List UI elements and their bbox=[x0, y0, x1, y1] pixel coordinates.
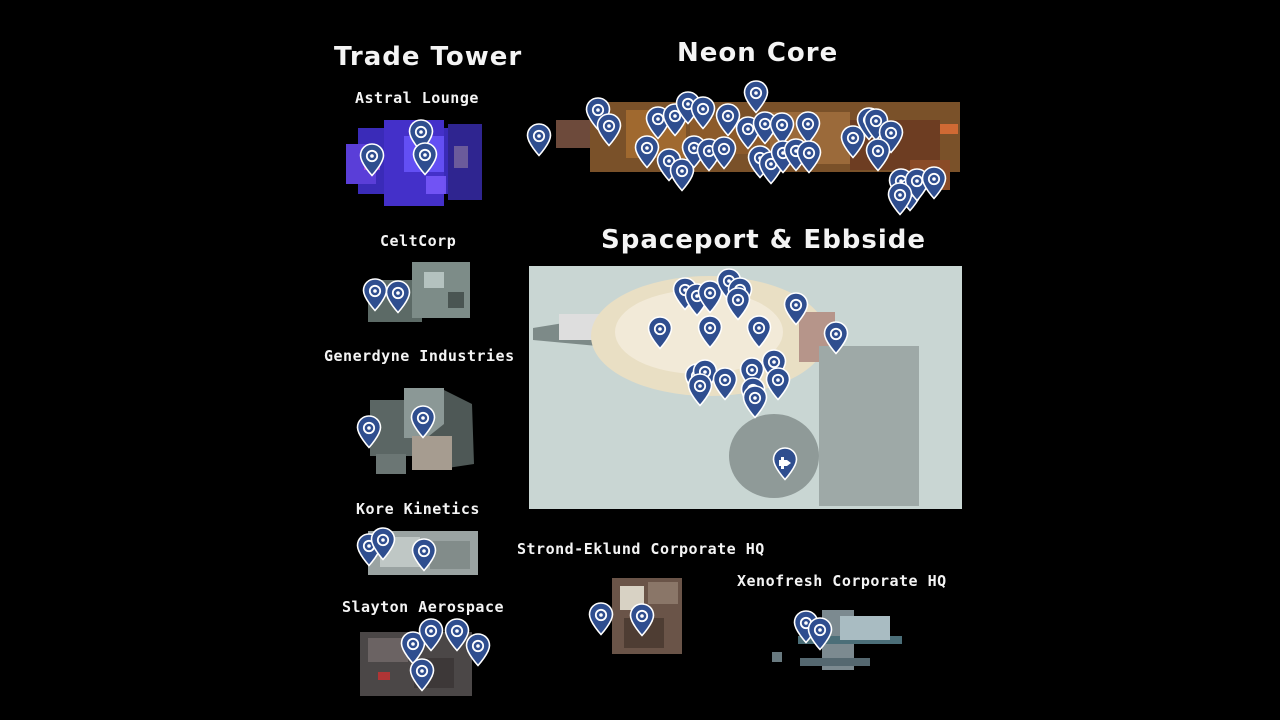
map-pin-icon[interactable] bbox=[865, 138, 891, 172]
map-pin-icon[interactable] bbox=[362, 278, 388, 312]
ship-icon[interactable] bbox=[772, 447, 798, 481]
kore-kinetics-label: Kore Kinetics bbox=[356, 500, 480, 518]
trade-tower-title: Trade Tower bbox=[334, 42, 523, 72]
spaceport-title: Spaceport & Ebbside bbox=[601, 225, 927, 255]
map-pin-icon[interactable] bbox=[887, 182, 913, 216]
map-pin-icon[interactable] bbox=[746, 315, 772, 349]
map-pin-icon[interactable] bbox=[711, 136, 737, 170]
map-pin-icon[interactable] bbox=[743, 80, 769, 114]
map-pin-icon[interactable] bbox=[411, 538, 437, 572]
map-pin-icon[interactable] bbox=[629, 603, 655, 637]
map-pin-icon[interactable] bbox=[697, 315, 723, 349]
map-pin-icon[interactable] bbox=[596, 113, 622, 147]
map-pin-icon[interactable] bbox=[356, 415, 382, 449]
map-pin-icon[interactable] bbox=[921, 166, 947, 200]
map-pin-icon[interactable] bbox=[359, 143, 385, 177]
generdyne-map bbox=[370, 388, 474, 474]
map-pin-icon[interactable] bbox=[418, 618, 444, 652]
celtcorp-label: CeltCorp bbox=[380, 232, 457, 250]
map-pin-icon[interactable] bbox=[823, 321, 849, 355]
map-pin-icon[interactable] bbox=[712, 367, 738, 401]
map-pin-icon[interactable] bbox=[634, 135, 660, 169]
map-pin-icon[interactable] bbox=[465, 633, 491, 667]
map-pin-icon[interactable] bbox=[765, 367, 791, 401]
map-pin-icon[interactable] bbox=[690, 96, 716, 130]
map-pin-icon[interactable] bbox=[410, 405, 436, 439]
neon-core-title: Neon Core bbox=[677, 38, 839, 68]
xenofresh-label: Xenofresh Corporate HQ bbox=[737, 572, 947, 590]
map-pin-icon[interactable] bbox=[807, 617, 833, 651]
map-pin-icon[interactable] bbox=[370, 527, 396, 561]
map-pin-icon[interactable] bbox=[588, 602, 614, 636]
strond-eklund-label: Strond-Eklund Corporate HQ bbox=[517, 540, 765, 558]
map-pin-icon[interactable] bbox=[742, 385, 768, 419]
map-pin-icon[interactable] bbox=[725, 287, 751, 321]
xenofresh-map bbox=[772, 610, 902, 670]
map-pin-icon[interactable] bbox=[796, 140, 822, 174]
map-pin-icon[interactable] bbox=[647, 316, 673, 350]
map-pin-icon[interactable] bbox=[409, 658, 435, 692]
map-pin-icon[interactable] bbox=[412, 142, 438, 176]
slayton-label: Slayton Aerospace bbox=[342, 598, 505, 616]
map-pin-icon[interactable] bbox=[385, 280, 411, 314]
generdyne-label: Generdyne Industries bbox=[324, 347, 515, 365]
map-pin-icon[interactable] bbox=[444, 618, 470, 652]
celtcorp-map bbox=[368, 262, 470, 322]
astral-lounge-label: Astral Lounge bbox=[355, 89, 479, 107]
map-pin-icon[interactable] bbox=[783, 292, 809, 326]
map-pin-icon[interactable] bbox=[840, 125, 866, 159]
map-pin-icon[interactable] bbox=[687, 373, 713, 407]
map-pin-icon[interactable] bbox=[715, 103, 741, 137]
map-pin-icon[interactable] bbox=[526, 123, 552, 157]
